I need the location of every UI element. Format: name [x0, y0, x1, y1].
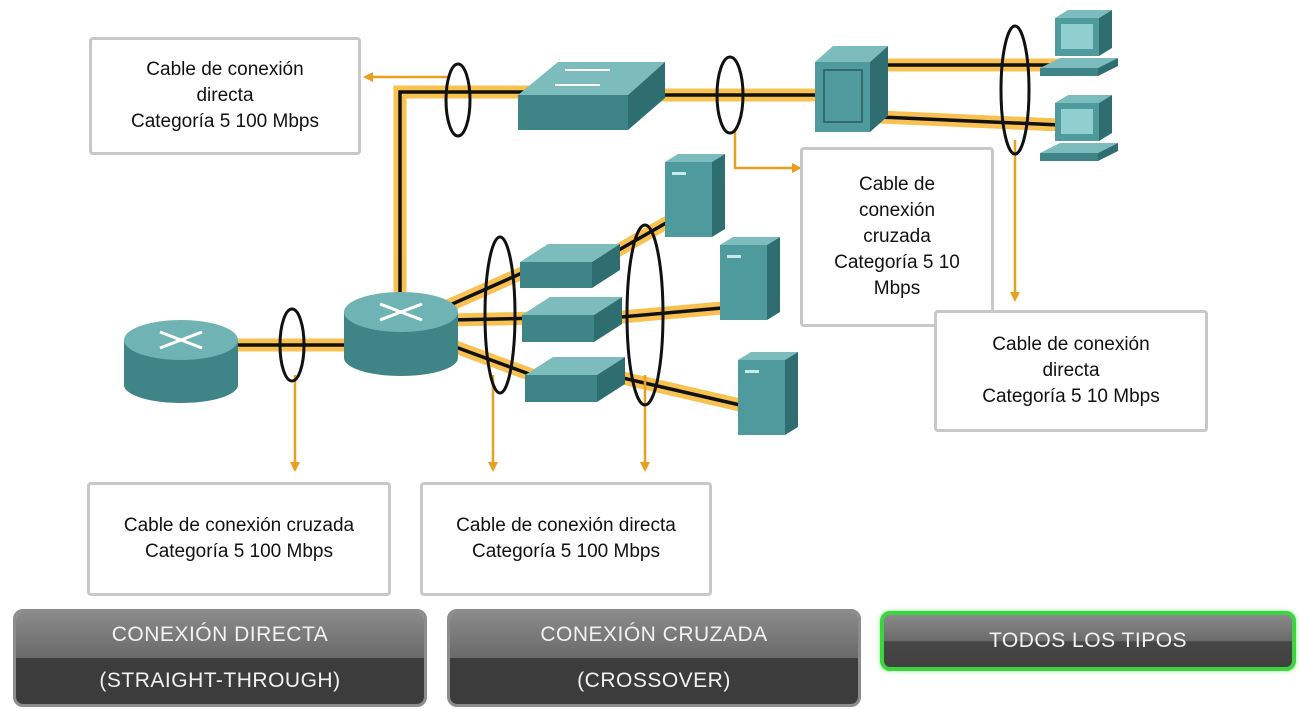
label-crossover-100mbps: Cable de conexión cruzada Categoría 5 10… — [87, 482, 391, 596]
label-line: Cable de conexión — [146, 59, 304, 80]
label-line: Cable de conexión — [992, 334, 1150, 355]
workstation-icon — [1040, 95, 1118, 161]
button-label-line: (CROSSOVER) — [450, 658, 858, 704]
router-icon — [344, 292, 458, 376]
label-line: Categoría 5 10 Mbps — [982, 386, 1160, 407]
label-line: Cable de conexión directa — [456, 515, 676, 536]
hub-icon — [815, 46, 888, 132]
label-line: Cable de — [858, 174, 936, 195]
label-line: Cable de conexión cruzada — [123, 515, 355, 536]
button-label-line: CONEXIÓN DIRECTA — [16, 612, 424, 658]
label-line: directa — [196, 85, 254, 106]
label-line: Categoría 5 10 — [834, 252, 960, 273]
callout-arrows — [290, 72, 1020, 472]
switch-icon — [522, 297, 622, 342]
all-types-button[interactable]: TODOS LOS TIPOS — [880, 611, 1296, 671]
label-straight-10mbps: Cable de conexión directa Categoría 5 10… — [934, 310, 1208, 432]
label-crossover-10mbps: Cable de conexión cruzada Categoría 5 10… — [800, 147, 994, 327]
server-icon — [720, 237, 780, 320]
button-label-line: CONEXIÓN CRUZADA — [450, 612, 858, 658]
server-icon — [738, 352, 798, 435]
label-line: Categoría 5 100 Mbps — [130, 111, 319, 132]
switch-icon — [520, 244, 620, 288]
cable-group-ellipses — [278, 24, 1031, 407]
workstation-icon — [1040, 10, 1118, 76]
label-line: Mbps — [873, 278, 921, 299]
label-line: cruzada — [863, 226, 931, 247]
router-icon — [124, 320, 238, 403]
label-line: Categoría 5 100 Mbps — [471, 541, 660, 562]
server-icon — [665, 154, 725, 237]
label-line: directa — [1042, 360, 1100, 381]
crossover-button[interactable]: CONEXIÓN CRUZADA (CROSSOVER) — [447, 609, 861, 707]
switch-icon — [525, 357, 625, 402]
straight-through-button[interactable]: CONEXIÓN DIRECTA (STRAIGHT-THROUGH) — [13, 609, 427, 707]
label-line: conexión — [858, 200, 936, 221]
switch-icon — [518, 62, 665, 130]
label-straight-100mbps-bottom: Cable de conexión directa Categoría 5 10… — [420, 482, 712, 596]
button-label: TODOS LOS TIPOS — [988, 629, 1188, 652]
label-straight-100mbps-top: Cable de conexión directa Categoría 5 10… — [89, 37, 361, 155]
label-line: Categoría 5 100 Mbps — [144, 541, 333, 562]
button-label-line: (STRAIGHT-THROUGH) — [16, 658, 424, 704]
